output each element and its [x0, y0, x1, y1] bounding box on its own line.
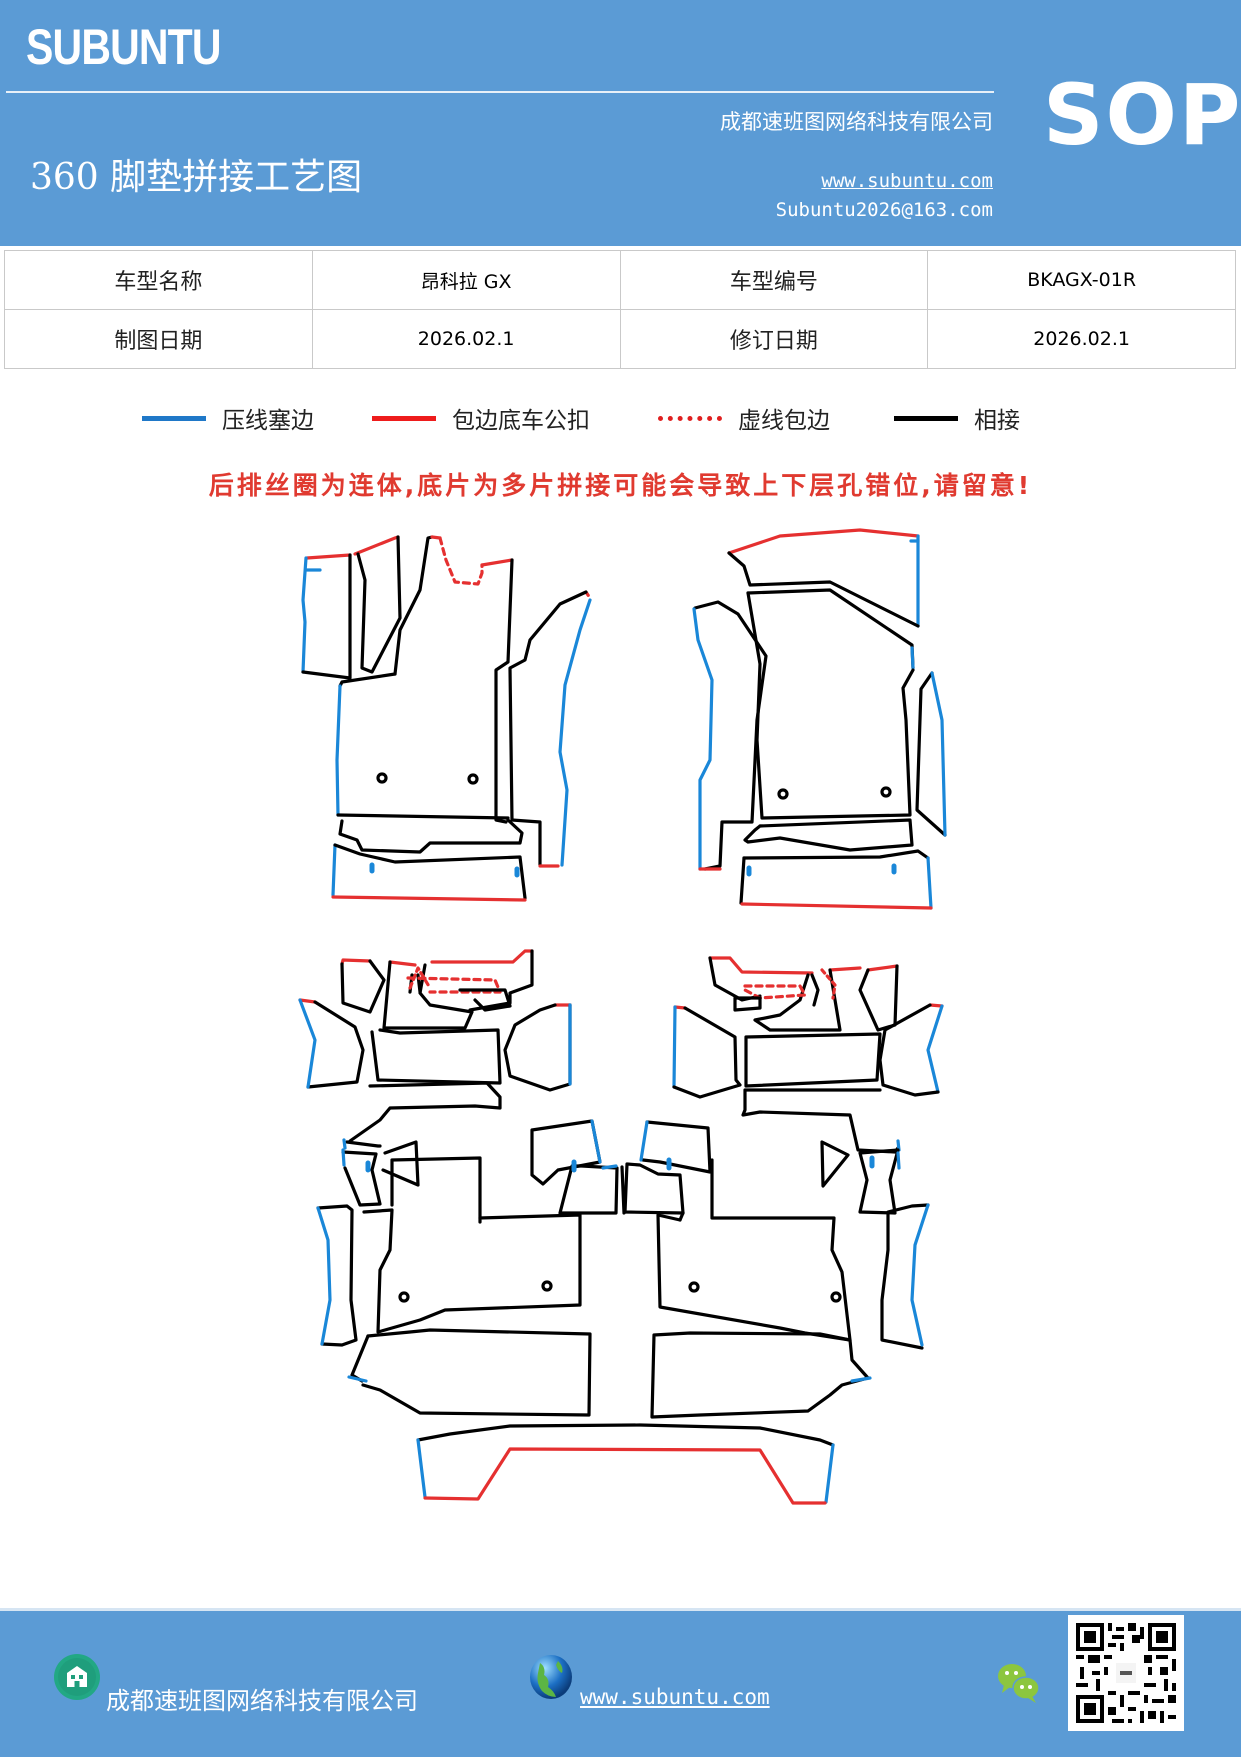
front-left-mat [301, 535, 592, 902]
value-revise-date: 2026.02.1 [927, 309, 1236, 369]
building-icon [54, 1654, 100, 1700]
vehicle-info-table: 车型名称 昂科拉 GX 车型编号 BKAGX-01R 制图日期 2026.02.… [4, 250, 1236, 369]
footer-company-name: 成都速班图网络科技有限公司 [106, 1687, 418, 1715]
label-revise-date: 修订日期 [619, 309, 929, 369]
label-model-name: 车型名称 [4, 250, 313, 310]
legend-label: 相接 [974, 408, 1020, 434]
red-line-icon [372, 415, 436, 421]
value-model-name: 昂科拉 GX [311, 250, 621, 310]
legend: 压线塞边 包边底车公扣 虚线包边 相接 [0, 398, 1241, 438]
label-model-code: 车型编号 [619, 250, 929, 310]
header-banner: SUBUNTU 360 脚垫拼接工艺图 成都速班图网络科技有限公司 www.su… [0, 0, 1241, 246]
legend-label: 包边底车公扣 [452, 408, 590, 434]
warning-notice: 后排丝圈为连体,底片为多片拼接可能会导致上下层孔错位,请留意! [208, 471, 1033, 500]
header-divider [6, 91, 994, 93]
qr-code-icon [1068, 1615, 1184, 1731]
label-draw-date: 制图日期 [4, 309, 313, 369]
footer-banner: 成都速班图网络科技有限公司 www.subuntu.com [0, 1608, 1241, 1757]
footer-website-link[interactable]: www.subuntu.com [580, 1685, 770, 1709]
value-model-code: BKAGX-01R [927, 250, 1236, 310]
black-line-icon [894, 415, 958, 421]
globe-icon [530, 1655, 572, 1699]
table-row: 车型名称 昂科拉 GX 车型编号 BKAGX-01R [4, 250, 1236, 310]
sop-badge: SOP [1043, 66, 1241, 164]
blue-line-icon [142, 415, 206, 421]
table-row: 制图日期 2026.02.1 修订日期 2026.02.1 [4, 309, 1236, 369]
qr-code [1068, 1615, 1184, 1731]
brand-logo: SUBUNTU [26, 19, 222, 75]
legend-item-dotted-wrap: 虚线包边 [658, 398, 830, 438]
rear-left-mat [298, 949, 626, 1417]
value-draw-date: 2026.02.1 [311, 309, 621, 369]
wechat-icon [998, 1664, 1040, 1703]
legend-item-press-line: 压线塞边 [142, 398, 314, 438]
legend-item-wrap-edge: 包边底车公扣 [372, 398, 590, 438]
website-link[interactable]: www.subuntu.com [821, 170, 993, 192]
email-address[interactable]: Subuntu2026@163.com [775, 199, 993, 221]
legend-label: 压线塞边 [222, 408, 314, 434]
front-right-mat [692, 528, 947, 910]
trunk-edge-mat [416, 1423, 835, 1505]
company-name: 成都速班图网络科技有限公司 [720, 110, 993, 134]
legend-label: 虚线包边 [738, 408, 830, 434]
rear-right-mat [623, 956, 944, 1419]
red-dotted-line-icon [658, 415, 722, 421]
legend-item-joined: 相接 [894, 398, 1020, 438]
page-title: 360 脚垫拼接工艺图 [30, 157, 363, 198]
